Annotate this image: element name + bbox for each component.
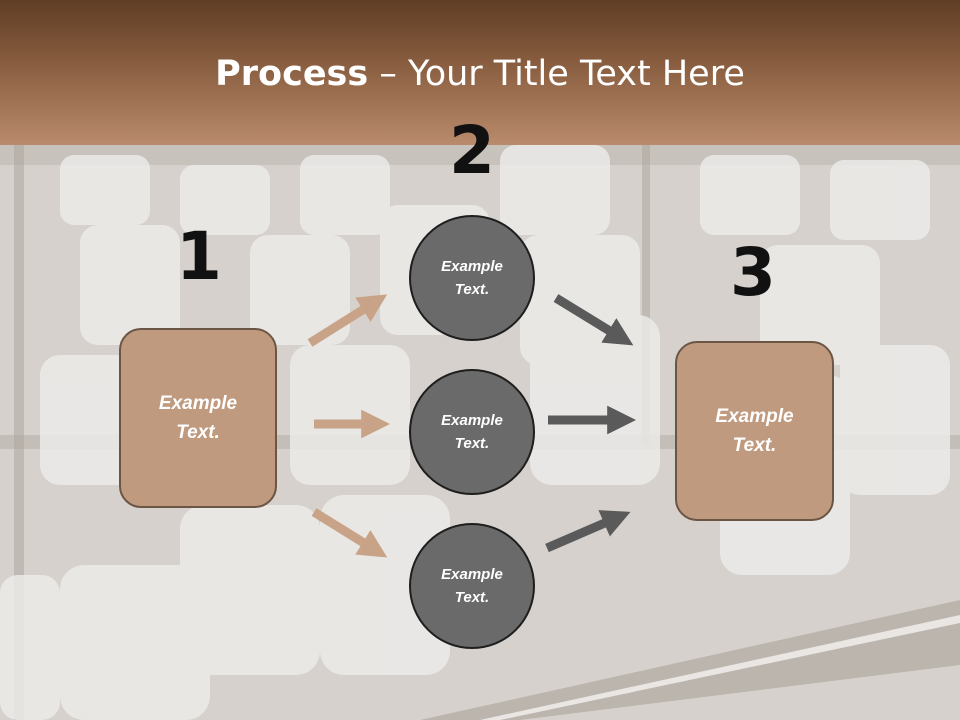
step-number-2: 2 [449, 112, 495, 189]
arrow-top-circle-to-box [553, 294, 634, 346]
step-2-circle-middle: Example Text. [409, 369, 535, 495]
step-3-box-text: Example Text. [715, 406, 794, 456]
slide-title: Process – Your Title Text Here [0, 54, 960, 94]
arrow-box-to-bottom-circle [311, 508, 388, 558]
title-rest: – Your Title Text Here [368, 54, 745, 94]
arrow-bottom-circle-to-box [545, 510, 631, 553]
title-bold: Process [215, 54, 369, 94]
arrow-box-to-top-circle [307, 294, 388, 347]
step-1-box: Example Text. [119, 328, 277, 508]
step-2-circle-bottom: Example Text. [409, 523, 535, 649]
title-band [0, 0, 960, 145]
circle-bottom-text: Example Text. [441, 566, 503, 606]
step-3-box: Example Text. [675, 341, 834, 521]
step-number-3: 3 [730, 234, 776, 311]
circle-top-text: Example Text. [441, 258, 503, 298]
step-number-1: 1 [176, 218, 222, 295]
step-2-circle-top: Example Text. [409, 215, 535, 341]
step-1-box-text: Example Text. [158, 393, 238, 443]
circle-middle-text: Example Text. [441, 412, 503, 452]
